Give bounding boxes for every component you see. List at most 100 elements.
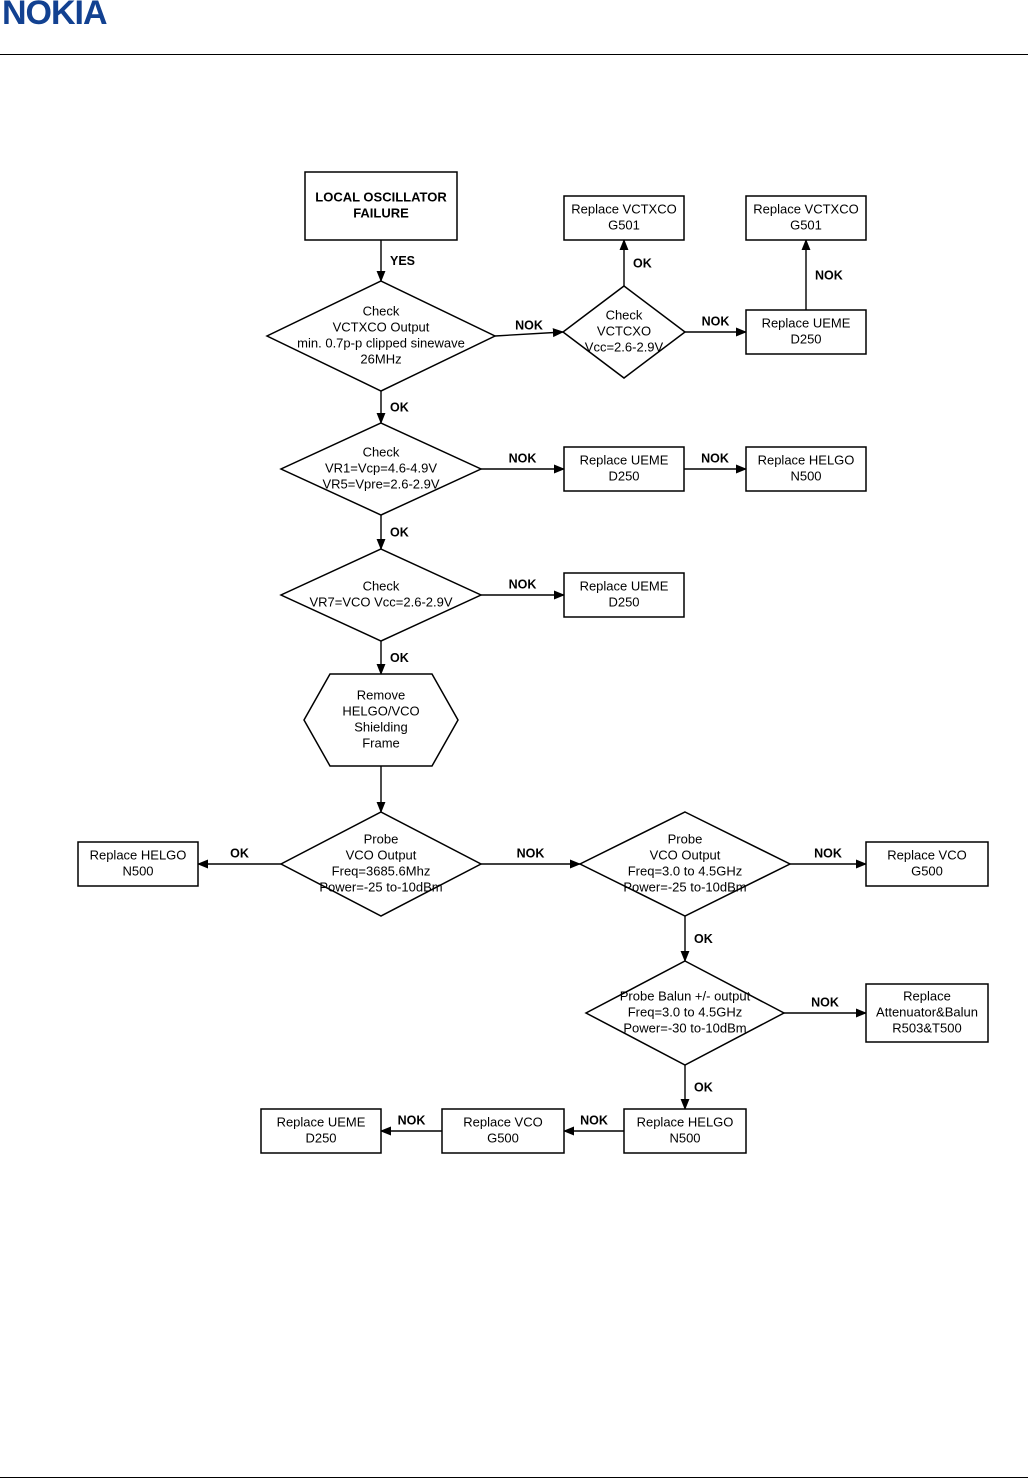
process-box <box>441 1108 565 1154</box>
node-text: Replace VCTXCO <box>753 201 858 216</box>
node-text: G500 <box>911 863 943 878</box>
connector-check-vctcxo-vcc-to-replace-ueme-1: NOK <box>685 314 748 337</box>
connector-label: OK <box>390 525 409 539</box>
process-box <box>563 446 685 492</box>
node-text: D250 <box>305 1130 336 1145</box>
connector-label: OK <box>390 651 409 665</box>
connector-label: NOK <box>815 268 843 282</box>
node-text: Power=-30 to-10dBm <box>623 1020 746 1035</box>
node-text: G500 <box>487 1130 519 1145</box>
node-text: N500 <box>122 863 153 878</box>
node-text: 26MHz <box>360 351 401 366</box>
connector-replace-ueme-2-to-replace-helgo-1: NOK <box>684 451 748 474</box>
process-box <box>563 195 685 241</box>
node-text: R503&T500 <box>892 1020 961 1035</box>
process-box <box>745 309 867 355</box>
preparation-hexagon <box>303 673 459 767</box>
connector-label: NOK <box>517 846 545 860</box>
node-text: Replace VCTXCO <box>571 201 676 216</box>
connector-label: NOK <box>702 314 730 328</box>
process-box <box>563 572 685 618</box>
connector-label: OK <box>633 256 652 270</box>
node-text: Check <box>363 578 400 593</box>
connector-start-to-check-vctxco-output: YES <box>376 240 415 283</box>
header-rule <box>0 54 1028 55</box>
decision-diamond <box>584 960 786 1066</box>
node-text: Freq=3.0 to 4.5GHz <box>628 863 743 878</box>
connector-check-vr1-vr5-to-replace-ueme-2: NOK <box>481 451 566 474</box>
node-text: D250 <box>608 594 639 609</box>
connector-check-vctxco-output-to-check-vctcxo-vcc: NOK <box>494 318 565 338</box>
node-text: Remove <box>357 687 405 702</box>
process-box <box>745 446 867 492</box>
connector-label: NOK <box>509 577 537 591</box>
node-text: Check <box>363 444 400 459</box>
connector-label: OK <box>230 846 249 860</box>
node-text: Replace UEME <box>277 1114 366 1129</box>
connector-check-vr7-to-replace-ueme-3: NOK <box>481 577 566 600</box>
connector-label: NOK <box>811 995 839 1009</box>
connector-label: NOK <box>515 318 543 332</box>
node-text: Replace HELGO <box>758 452 855 467</box>
connector-probe-vco-2-to-replace-vco-1: NOK <box>790 846 868 869</box>
connector-replace-ueme-1-to-replace-vctxco-2: NOK <box>801 238 843 310</box>
connector-check-vctcxo-vcc-to-replace-vctxco-1: OK <box>619 238 652 286</box>
process-box <box>304 171 458 241</box>
node-text: Vcc=2.6-2.9V <box>585 339 664 354</box>
process-box <box>260 1108 382 1154</box>
connector-check-vr1-vr5-to-check-vr7: OK <box>376 515 409 551</box>
node-text: Replace UEME <box>762 315 851 330</box>
connector-probe-vco-1-to-probe-vco-2: NOK <box>481 846 582 869</box>
node-text: Power=-25 to-10dBm <box>319 879 442 894</box>
process-box <box>77 841 199 887</box>
decision-diamond <box>279 548 483 642</box>
connector-check-vr7-to-remove-frame: OK <box>376 641 409 676</box>
decision-diamond <box>265 280 497 392</box>
connector-replace-helgo-3-to-replace-vco-2: NOK <box>562 1113 624 1136</box>
nokia-logo: NOKIA <box>2 0 108 32</box>
node-text: VR1=Vcp=4.6-4.9V <box>325 460 437 475</box>
process-box <box>865 841 989 887</box>
decision-diamond <box>561 285 687 379</box>
node-text: VCO Output <box>650 847 721 862</box>
node-text: Probe <box>668 831 703 846</box>
node-text: Probe Balun +/- output <box>620 988 751 1003</box>
process-box <box>745 195 867 241</box>
node-text: Replace VCO <box>887 847 966 862</box>
connector-replace-vco-2-to-replace-ueme-4: NOK <box>379 1113 442 1136</box>
node-text: G501 <box>790 217 822 232</box>
node-text: Replace UEME <box>580 452 669 467</box>
node-text: Check <box>363 303 400 318</box>
node-text: Replace <box>903 988 951 1003</box>
node-text: Attenuator&Balun <box>876 1004 978 1019</box>
node-text: Freq=3685.6Mhz <box>332 863 431 878</box>
connector-label: NOK <box>580 1113 608 1127</box>
connector-label: NOK <box>398 1113 426 1127</box>
node-text: VCTXCO Output <box>333 319 430 334</box>
decision-diamond <box>279 422 483 516</box>
node-text: Replace VCO <box>463 1114 542 1129</box>
node-text: N500 <box>790 468 821 483</box>
connector-probe-balun-to-replace-helgo-3: OK <box>680 1065 713 1111</box>
connector-probe-balun-to-replace-attenuator: NOK <box>784 995 868 1018</box>
connector-probe-vco-2-to-probe-balun: OK <box>680 916 713 963</box>
node-text: VCTCXO <box>597 323 651 338</box>
